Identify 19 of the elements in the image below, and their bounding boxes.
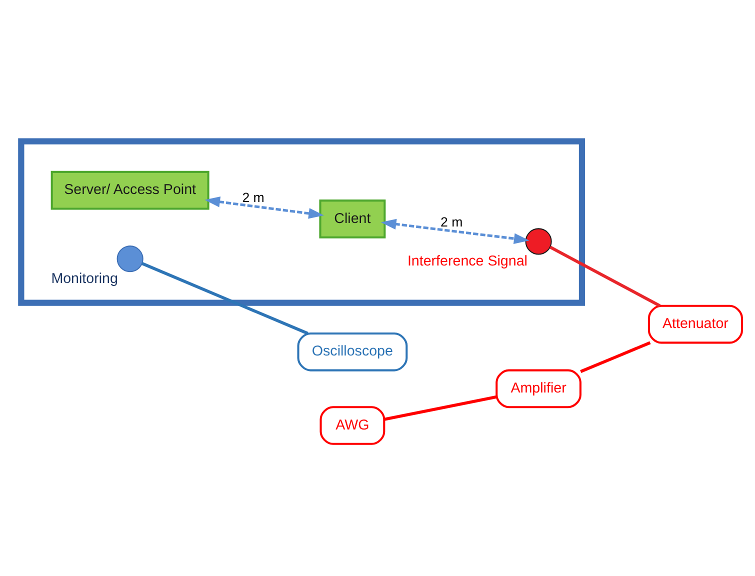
node-circle xyxy=(116,245,144,272)
node-label: Monitoring xyxy=(51,270,118,287)
connector xyxy=(141,262,308,334)
node-box: AWG xyxy=(320,406,386,444)
node-circle xyxy=(525,228,552,254)
node-box: Client xyxy=(319,199,386,238)
connector xyxy=(384,394,497,420)
connector xyxy=(580,340,651,373)
node-label: Interference Signal xyxy=(407,253,528,270)
edge-label: 2 m xyxy=(440,214,463,230)
node-box: Amplifier xyxy=(496,368,582,408)
arrow xyxy=(204,196,324,218)
connector xyxy=(549,245,661,307)
edge-label: 2 m xyxy=(242,190,264,204)
node-box: Oscilloscope xyxy=(297,332,408,371)
node-box: Server/ Access Point xyxy=(50,170,210,210)
arrow xyxy=(380,218,530,244)
node-box: Attenuator xyxy=(648,304,744,344)
cluster xyxy=(18,138,586,306)
